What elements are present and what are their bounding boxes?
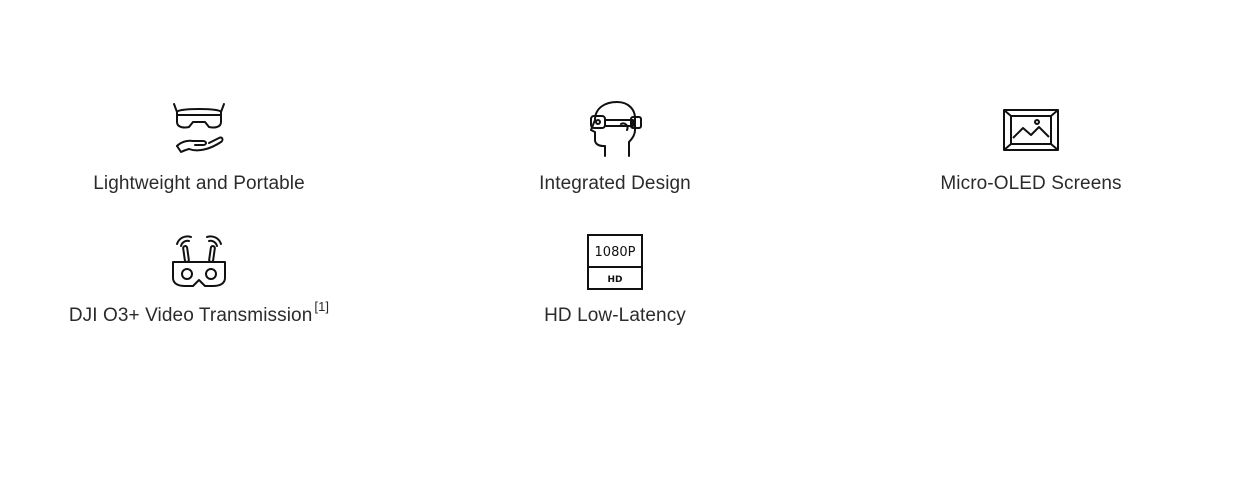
feature-label: Integrated Design bbox=[539, 173, 691, 194]
badge-hd-text: HD bbox=[607, 275, 622, 285]
hd-badge-icon: 1080P HD bbox=[585, 232, 645, 292]
feature-label-text: DJI O3+ Video Transmission bbox=[68, 305, 313, 326]
feature-o3-transmission: DJI O3+ Video Transmission[1] bbox=[0, 232, 399, 328]
feature-label: HD Low-Latency bbox=[544, 305, 686, 326]
feature-micro-oled: Micro-OLED Screens bbox=[831, 100, 1231, 196]
feature-label: DJI O3+ Video Transmission[1] bbox=[0, 300, 399, 328]
feature-label: Micro-OLED Screens bbox=[940, 173, 1122, 194]
feature-label: Lightweight and Portable bbox=[93, 173, 305, 194]
footnote-ref[interactable]: [1] bbox=[314, 298, 330, 314]
head-goggles-icon bbox=[585, 100, 645, 160]
feature-integrated-design: Integrated Design bbox=[415, 100, 815, 196]
badge-resolution-text: 1080P bbox=[595, 245, 636, 260]
goggles-antenna-icon bbox=[169, 232, 229, 292]
feature-lightweight-portable: Lightweight and Portable bbox=[0, 100, 399, 196]
screen-image-icon bbox=[1001, 100, 1061, 160]
feature-hd-low-latency: 1080P HD HD Low-Latency bbox=[415, 232, 815, 328]
goggles-hand-icon bbox=[169, 100, 229, 160]
